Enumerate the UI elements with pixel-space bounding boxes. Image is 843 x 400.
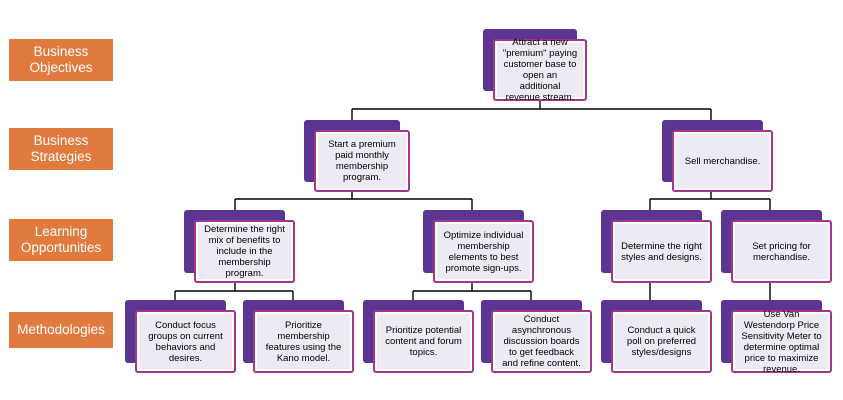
node-learn-benefits: Determine the right mix of benefits to i… <box>184 210 295 283</box>
node-method-vanwest: Use Van Westendorp Price Sensitivity Met… <box>721 300 832 375</box>
node-method-content: Prioritize potential content and forum t… <box>363 300 474 373</box>
node-text: Attract a new "premium" paying customer … <box>497 37 583 103</box>
node-text: Sell merchandise. <box>676 134 769 188</box>
node-method-poll: Conduct a quick poll on preferred styles… <box>601 300 712 373</box>
level-label: Business Strategies <box>30 133 92 164</box>
node-objective: Attract a new "premium" paying customer … <box>483 29 587 103</box>
node-text: Determine the right mix of benefits to i… <box>198 224 291 279</box>
node-text: Conduct focus groups on current behavior… <box>139 314 232 369</box>
level-learning-opportunities: Learning Opportunities <box>9 219 113 261</box>
node-method-kano: Prioritize membership features using the… <box>243 300 354 373</box>
node-text: Conduct a quick poll on preferred styles… <box>615 314 708 369</box>
node-text: Optimize individual membership elements … <box>437 224 530 279</box>
node-text: Start a premium paid monthly membership … <box>318 134 406 188</box>
node-strategy-merch: Sell merchandise. <box>662 120 773 192</box>
node-text: Use Van Westendorp Price Sensitivity Met… <box>735 309 828 375</box>
level-label: Business Objectives <box>29 44 93 75</box>
level-business-strategies: Business Strategies <box>9 128 113 170</box>
node-text: Conduct asynchronous discussion boards t… <box>495 314 588 369</box>
node-text: Set pricing for merchandise. <box>735 224 828 279</box>
node-method-async: Conduct asynchronous discussion boards t… <box>481 300 592 373</box>
node-learn-optimize: Optimize individual membership elements … <box>423 210 534 283</box>
node-text: Prioritize potential content and forum t… <box>377 314 470 369</box>
level-business-objectives: Business Objectives <box>9 39 113 81</box>
node-text: Determine the right styles and designs. <box>615 224 708 279</box>
level-methodologies: Methodologies <box>9 312 113 348</box>
node-method-focus: Conduct focus groups on current behavior… <box>125 300 236 373</box>
node-learn-styles: Determine the right styles and designs. <box>601 210 712 283</box>
node-learn-pricing: Set pricing for merchandise. <box>721 210 832 283</box>
level-label: Learning Opportunities <box>20 224 102 255</box>
node-strategy-membership: Start a premium paid monthly membership … <box>304 120 410 192</box>
level-label: Methodologies <box>17 322 105 337</box>
node-text: Prioritize membership features using the… <box>257 314 350 369</box>
